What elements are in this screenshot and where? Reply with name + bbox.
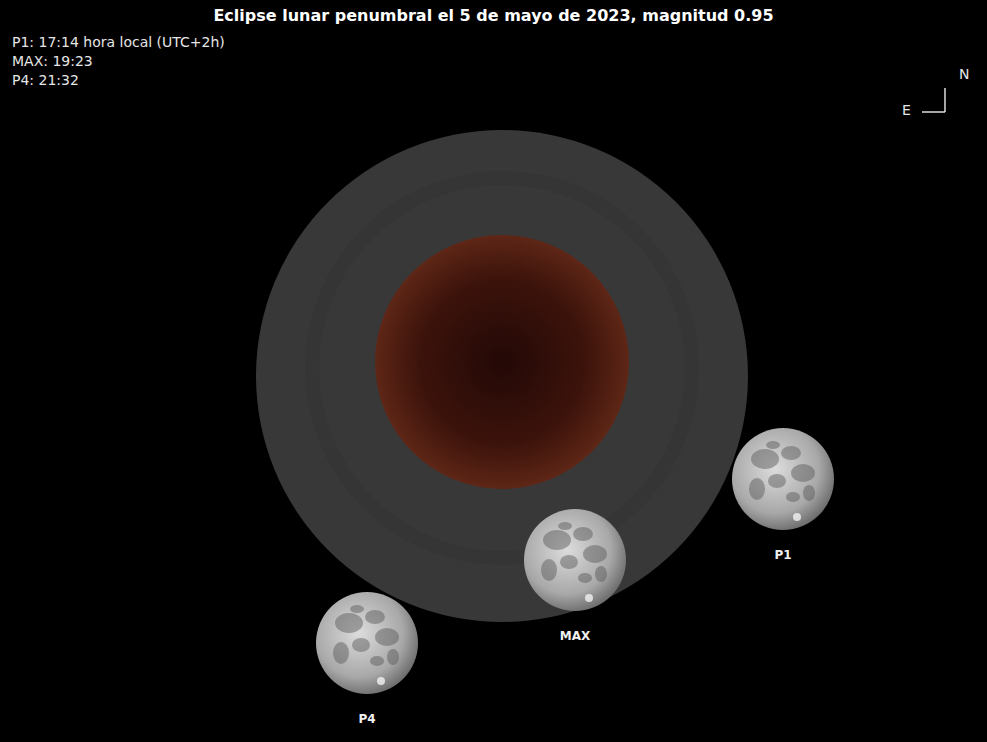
info-text: P4: 21:32 <box>12 72 79 88</box>
compass-label: N <box>959 66 969 82</box>
moon-label: P4 <box>312 712 422 726</box>
umbra-shadow <box>375 235 629 489</box>
moon-position: P4 <box>312 588 422 726</box>
moon-label: MAX <box>520 629 630 643</box>
compass-label: E <box>902 102 911 118</box>
compass <box>922 88 945 112</box>
moon-position: P1 <box>728 424 838 562</box>
penumbra-shadow <box>256 130 748 622</box>
moon-disc <box>520 505 630 615</box>
info-text: P1: 17:14 hora local (UTC+2h) <box>12 34 225 50</box>
moon-label: P1 <box>728 548 838 562</box>
penumbra-inner-ring <box>312 178 692 558</box>
info-text: MAX: 19:23 <box>12 53 93 69</box>
moon-disc <box>728 424 838 534</box>
moon-position: MAX <box>520 505 630 643</box>
moon-disc <box>312 588 422 698</box>
chart-title: Eclipse lunar penumbral el 5 de mayo de … <box>0 6 987 25</box>
